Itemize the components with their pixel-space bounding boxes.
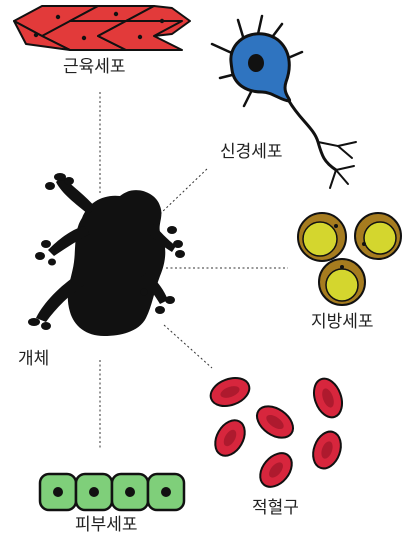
label-muscle-cell: 근육세포 (63, 59, 126, 76)
neuron-icon (212, 16, 356, 188)
frog-silhouette-icon (28, 173, 185, 336)
red-blood-cell-icon (207, 373, 347, 493)
fat-cell-icon (298, 213, 401, 305)
connector-nerve (160, 168, 208, 214)
label-red-blood-cell: 적혈구 (252, 500, 299, 517)
muscle-cell-icon (14, 6, 190, 50)
label-skin-cell: 피부세포 (75, 517, 138, 534)
label-organism: 개체 (18, 351, 49, 368)
label-fat-cell: 지방세포 (311, 314, 374, 331)
label-nerve-cell: 신경세포 (220, 144, 283, 161)
skin-cell-icon (40, 474, 184, 510)
connector-blood (164, 325, 212, 368)
